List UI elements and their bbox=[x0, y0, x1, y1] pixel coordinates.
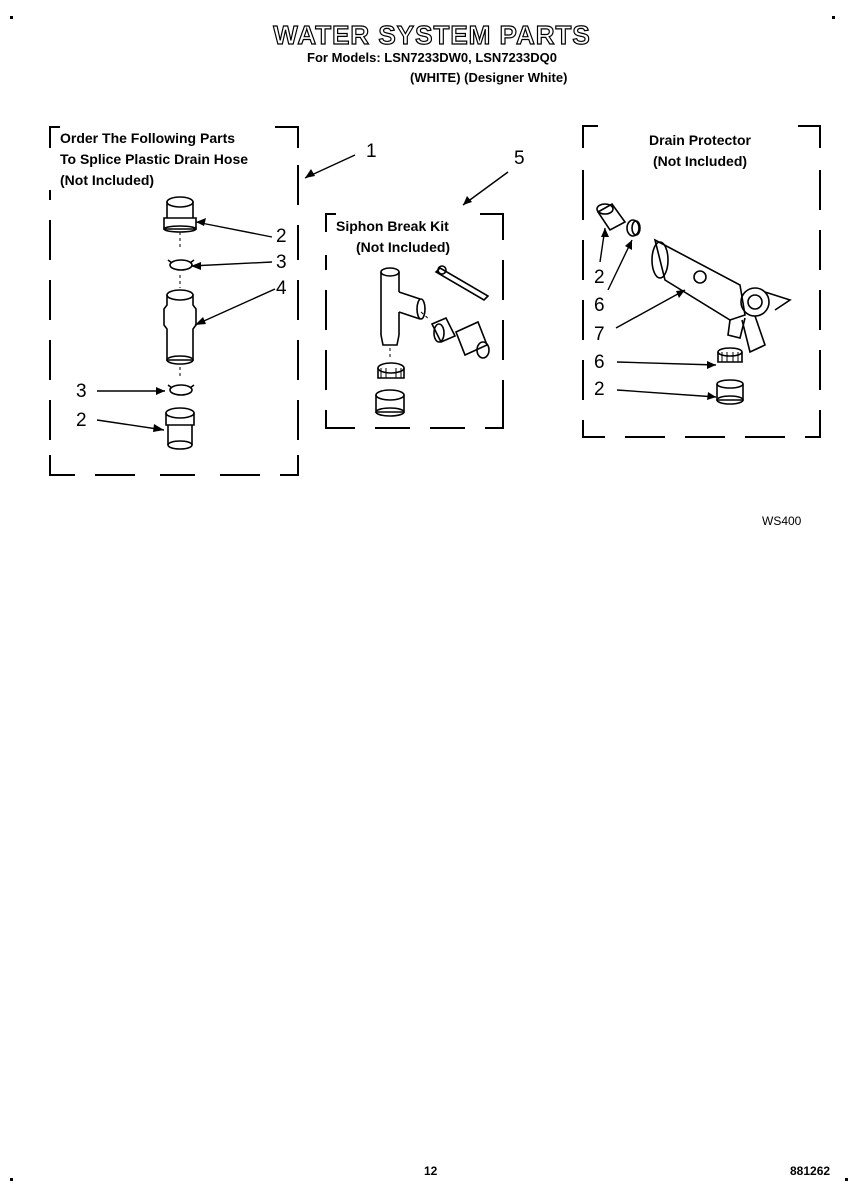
siphon-label-line2: (Not Included) bbox=[356, 239, 451, 255]
splice-arrowheads bbox=[153, 169, 315, 432]
splice-label-line2: To Splice Plastic Drain Hose bbox=[60, 151, 249, 167]
callout-splice-clamp-top: 3 bbox=[276, 252, 287, 273]
drain-label-line2: (Not Included) bbox=[652, 153, 748, 169]
models-line: For Models: LSN7233DW0, LSN7233DQ0 bbox=[307, 50, 557, 65]
splice-label-line3: (Not Included) bbox=[60, 172, 155, 188]
callout-splice-clamp-bottom: 3 bbox=[76, 381, 87, 402]
colors-line: (WHITE) (Designer White) bbox=[410, 70, 568, 85]
siphon-leader bbox=[462, 171, 509, 206]
splice-parts bbox=[163, 196, 197, 450]
callout-drain-coupling-top: 2 bbox=[594, 267, 605, 288]
siphon-arrowhead bbox=[463, 196, 472, 205]
splice-group-frame bbox=[49, 126, 299, 476]
page-title: WATER SYSTEM PARTS bbox=[273, 19, 591, 50]
callout-splice-coupling-bottom: 2 bbox=[76, 410, 87, 431]
callout-drain-clamp-bottom: 6 bbox=[594, 352, 605, 373]
corner-mark-top-left bbox=[10, 16, 13, 19]
callout-group-5: 5 bbox=[514, 148, 525, 169]
part-number: 881262 bbox=[790, 1164, 831, 1178]
callout-drain-body: 7 bbox=[594, 324, 605, 345]
drain-arrowheads bbox=[601, 228, 716, 400]
drain-group-frame bbox=[582, 125, 821, 438]
splice-label-line1: Order The Following Parts bbox=[60, 130, 236, 146]
callout-splice-connector: 4 bbox=[276, 278, 287, 299]
corner-mark-bottom-right bbox=[845, 1178, 848, 1181]
callout-splice-coupling-top: 2 bbox=[276, 226, 287, 247]
siphon-label-line1: Siphon Break Kit bbox=[336, 218, 449, 234]
siphon-parts bbox=[375, 265, 490, 417]
figure-code: WS400 bbox=[762, 514, 802, 528]
callout-drain-coupling-bottom: 2 bbox=[594, 379, 605, 400]
siphon-group-frame bbox=[325, 213, 504, 429]
corner-mark-bottom-left bbox=[10, 1178, 13, 1181]
splice-group-label: Order The Following Parts To Splice Plas… bbox=[60, 128, 248, 191]
splice-leaders bbox=[96, 154, 356, 431]
callout-drain-clamp-top: 6 bbox=[594, 295, 605, 316]
corner-mark-top-right bbox=[832, 16, 835, 19]
drain-parts bbox=[596, 202, 792, 405]
drain-group-label: Drain Protector (Not Included) bbox=[600, 130, 800, 172]
page-number: 12 bbox=[424, 1164, 438, 1178]
siphon-group-label: Siphon Break Kit (Not Included) bbox=[336, 216, 496, 258]
callout-group-1: 1 bbox=[366, 141, 377, 162]
drain-label-line1: Drain Protector bbox=[649, 132, 751, 148]
